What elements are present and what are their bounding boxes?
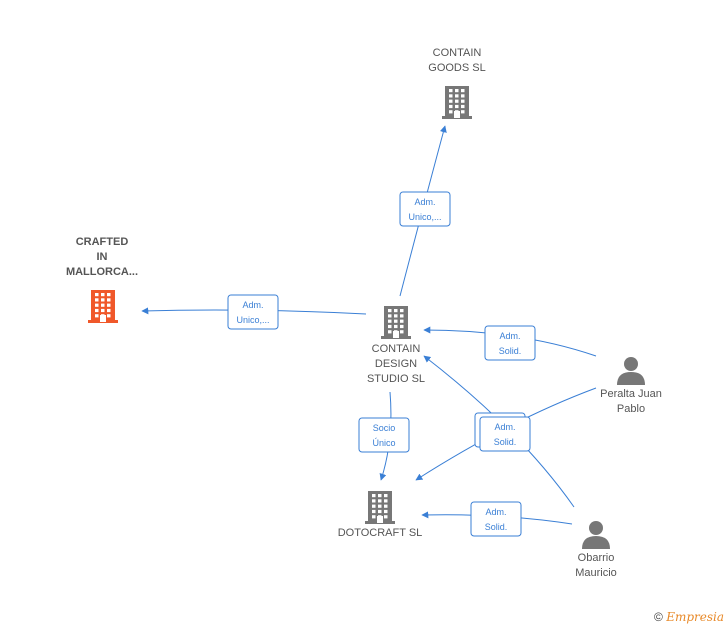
edge-role-text: Unico,...	[236, 315, 269, 325]
edge-role-text: Único	[372, 438, 395, 448]
node-label: Obarrio	[578, 552, 615, 564]
edge-role-text: Solid.	[494, 437, 517, 447]
building-icon	[381, 306, 411, 339]
edge-role-text: Adm.	[485, 507, 506, 517]
node-label: MALLORCA...	[66, 266, 138, 278]
node-label: DOTOCRAFT SL	[338, 527, 423, 539]
copyright-symbol: ©	[654, 610, 663, 624]
edge-role-text: Adm.	[494, 422, 515, 432]
node-label: Pablo	[617, 403, 645, 415]
edge-role-text: Unico,...	[408, 212, 441, 222]
edge-role-text: Solid.	[499, 346, 522, 356]
node-label: GOODS SL	[428, 62, 485, 74]
edge-role-label[interactable]: Adm. Solid.	[470, 501, 522, 537]
edge-role-text: Adm.	[414, 197, 435, 207]
footer-brand: © Empresia	[654, 610, 724, 624]
node-crafted[interactable]: CRAFTED IN MALLORCA...	[66, 236, 138, 323]
building-icon	[365, 491, 395, 524]
edge-role-text: Solid.	[485, 522, 508, 532]
edge-role-text: Socio	[373, 423, 396, 433]
edge-role-text: Adm.	[499, 331, 520, 341]
node-label: CONTAIN	[372, 343, 421, 355]
person-icon	[617, 357, 645, 385]
node-contain-design[interactable]: CONTAIN DESIGN STUDIO SL	[367, 306, 425, 385]
node-label: Peralta Juan	[600, 388, 662, 400]
node-contain-goods[interactable]: CONTAIN GOODS SL	[428, 47, 486, 119]
edge-role-label[interactable]: Adm. Solid.	[479, 416, 531, 452]
node-label: CRAFTED	[76, 236, 129, 248]
node-label: CONTAIN	[433, 47, 482, 59]
edge-role-label[interactable]: Adm. Unico,...	[399, 191, 451, 227]
node-dotocraft[interactable]: DOTOCRAFT SL	[338, 491, 423, 539]
brand-logo: Empresia	[666, 610, 724, 624]
building-icon	[442, 86, 472, 119]
node-label: IN	[97, 251, 108, 263]
node-label: STUDIO SL	[367, 373, 425, 385]
edge-role-label[interactable]: Adm. Unico,...	[227, 294, 279, 330]
node-label: Mauricio	[575, 567, 617, 579]
edge-role-text: Adm.	[242, 300, 263, 310]
edge-role-label[interactable]: Adm. Solid.	[484, 325, 536, 361]
building-icon	[88, 290, 118, 323]
node-label: DESIGN	[375, 358, 417, 370]
person-icon	[582, 521, 610, 549]
